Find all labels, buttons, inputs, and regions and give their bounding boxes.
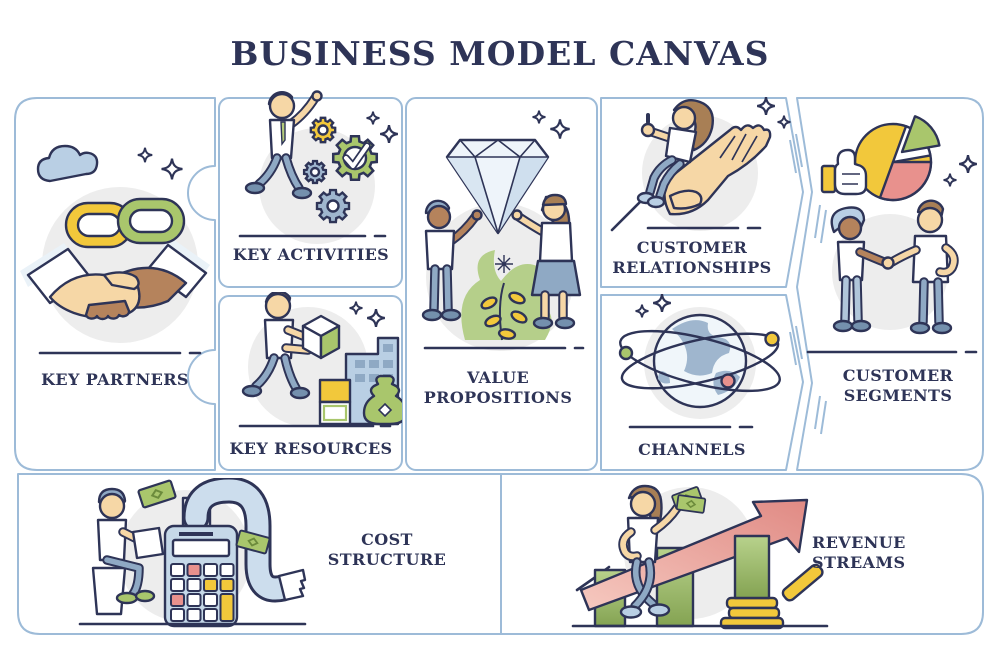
revenue-streams-box (500, 473, 984, 635)
money-bag-icon (362, 374, 402, 426)
sitting-person (636, 99, 714, 209)
key-partners-label: KEY PARTNERS (41, 370, 189, 389)
pie-chart-icon (853, 115, 941, 202)
person-right (881, 199, 959, 335)
channels-box (600, 294, 804, 471)
handshake-chain-illustration (20, 144, 210, 355)
person-with-money (618, 484, 707, 619)
orbit-node-green (618, 345, 634, 361)
cloud-icon (36, 144, 99, 183)
person-right (511, 193, 582, 330)
bar-tall (733, 534, 771, 600)
gear-icon (302, 116, 379, 224)
sparkle-icon (958, 154, 978, 174)
customer-relationships-box (600, 97, 804, 288)
calculator-icon (163, 524, 239, 628)
orbit-node-red (720, 373, 736, 389)
orbit-paths (618, 329, 781, 393)
sparkle-icon (365, 110, 381, 126)
customer-segments-label: CUSTOMER SEGMENTS (842, 366, 954, 406)
person-left (421, 199, 483, 322)
diamond-icon (445, 138, 550, 235)
thumbs-up-icon (820, 148, 868, 196)
sparkle-icon (160, 157, 184, 181)
customer-segments-box (796, 97, 984, 471)
sparkle-icon (634, 303, 650, 319)
money-bill-icon (675, 494, 707, 514)
motion-line (610, 198, 644, 232)
cost-structure-box (17, 473, 502, 635)
sparkle-icon (379, 124, 399, 144)
sparkle-icon (531, 109, 547, 125)
sparkle-icon (366, 308, 386, 328)
coin-stack-icon (719, 563, 824, 630)
person-gears-illustration (238, 90, 399, 244)
value-propositions-box (405, 97, 598, 471)
sparkle-icon (136, 146, 154, 164)
sparkle-icon (776, 114, 792, 130)
diamond-people-illustration (421, 109, 585, 351)
page-title: BUSINESS MODEL CANVAS (230, 34, 770, 73)
sparkle-icon (942, 172, 958, 188)
handshake-pie-chart-illustration (806, 115, 978, 354)
plant-icon (461, 250, 552, 341)
sparkle-icon (652, 293, 672, 313)
key-resources-label: KEY RESOURCES (229, 439, 393, 458)
person-carrying-cube (241, 292, 341, 400)
person-on-hand-illustration (610, 96, 792, 232)
cube-icon (301, 314, 341, 360)
sparkle-icon (549, 118, 571, 140)
dandelion-icon (495, 255, 513, 273)
globe-orbits-illustration (618, 293, 781, 429)
channels-label: CHANNELS (638, 440, 746, 459)
orbit-node-yellow (764, 331, 780, 347)
cost-structure-label: COST STRUCTURE (327, 530, 447, 570)
globe-icon (652, 313, 748, 409)
person-cube-building-illustration (238, 292, 402, 428)
laptop-icon (131, 526, 165, 560)
growth-arrow-money-illustration (571, 484, 829, 630)
person-left (830, 206, 889, 333)
sitting-person (91, 487, 165, 616)
chevron-accent-lines (789, 133, 827, 435)
calculator-receipt-illustration (78, 478, 307, 628)
walking-person (244, 90, 323, 200)
sparkle-icon (348, 300, 364, 316)
customer-relationships-label: CUSTOMER RELATIONSHIPS (612, 238, 772, 278)
handshake-icon (26, 243, 208, 321)
sparkle-icon (756, 96, 776, 116)
value-propositions-label: VALUE PROPOSITIONS (423, 368, 573, 408)
revenue-streams-label: REVENUE STREAMS (812, 533, 906, 573)
chain-link-icon (64, 197, 186, 249)
key-partners-box (14, 97, 216, 471)
key-resources-box (218, 295, 403, 471)
key-activities-label: KEY ACTIVITIES (232, 245, 390, 264)
crate-icon (318, 378, 352, 426)
open-hand-icon (663, 124, 772, 216)
